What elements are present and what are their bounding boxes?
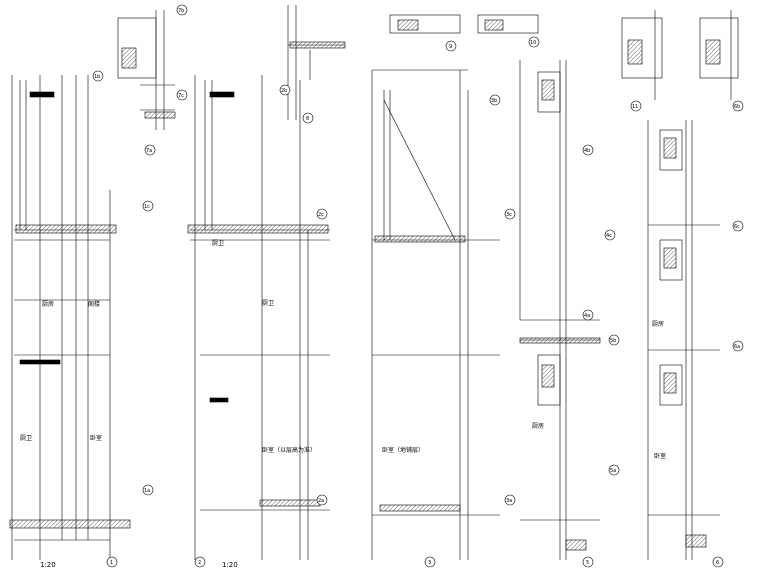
room-label: 卧室（地铺层） [382,446,424,454]
section-bubble-label: 1 [110,560,113,566]
detail-column-2 [187,75,330,560]
detail-column-1 [9,75,131,560]
detail-column-6 [647,120,720,560]
section-bubble-label: 5a [610,468,616,474]
section-bubbles [92,4,744,568]
detail-7 [117,10,176,130]
section-bubble-label: 6a [734,344,740,350]
section-bubble-label: 2 [198,560,201,566]
section-bubble-label: 9 [449,44,452,50]
section-bubble-label: 8 [306,116,309,122]
detail-11-top [621,10,739,100]
section-bubble-label: 6 [716,560,719,566]
section-bubble-label: 3a [506,498,512,504]
room-label: 厨房 [532,422,544,430]
detail-8 [287,5,346,120]
section-bubble-label: 1b [94,74,100,80]
section-bubble-label: 4a [584,313,590,319]
section-bubble-label: 7c [178,93,184,99]
section-bubble-label: 11 [632,104,638,110]
section-bubble-label: 5 [586,560,589,566]
room-label: 卧室（以层高为准） [262,446,316,454]
section-bubble-label: 3b [491,98,497,104]
section-bubble-label: 2b [281,88,287,94]
room-label: 厨卫 [262,300,274,307]
detail-scale-label: 1:20 [222,561,238,569]
detail-scale-label: 1:20 [40,561,56,569]
section-bubble-label: 3 [428,560,431,566]
section-bubble-label: 1c [144,204,150,210]
room-label: 厨卫 [212,240,224,247]
room-label: 厨房 [42,300,54,308]
section-bubble-label: 2a [318,498,324,504]
detail-9-10 [389,14,539,34]
section-bubble-label: 4b [584,148,590,154]
section-bubble-label: 7b [178,8,184,14]
room-label: 卧室 [90,434,102,442]
room-label: 厨房 [652,320,664,328]
section-bubble-label: 10 [530,40,536,46]
section-bubble-label: 6c [734,224,740,230]
detail-column-3 [371,69,500,560]
room-label: 厨卫 [20,435,32,442]
section-bubble-label: 7a [146,148,152,154]
room-label: 卧室 [654,452,666,460]
section-bubble-label: 4c [606,233,612,239]
detail-column-4-5 [519,60,601,560]
room-label: 阁楼 [88,300,100,308]
section-bubble-label: 2c [318,212,324,218]
section-bubble-label: 5b [610,338,616,344]
section-bubble-label: 1a [144,488,150,494]
section-bubble-label: 3c [506,212,512,218]
section-bubble-label: 6b [734,104,740,110]
